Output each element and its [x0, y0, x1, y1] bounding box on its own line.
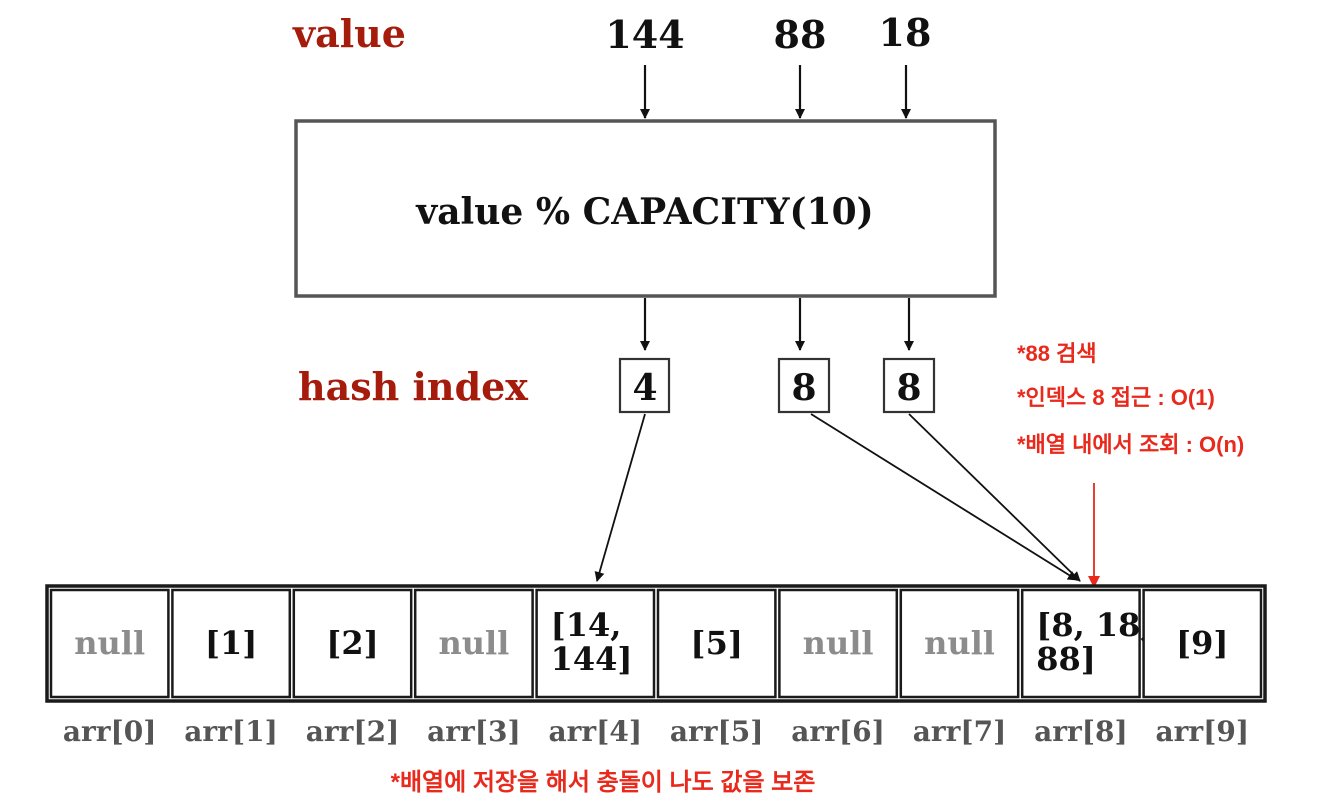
- note-index-access: *인덱스 8 접근 : O(1): [1017, 385, 1215, 410]
- array-cell-label-5: arr[5]: [670, 715, 764, 748]
- note-search-88: *88 검색: [1017, 341, 1097, 366]
- array-cells: null [1] [2] null [14,144] [5] null null [8, 18,…: [49, 588, 1263, 699]
- value-heading: value: [292, 11, 406, 56]
- array-cell-value-6: null: [803, 624, 874, 662]
- input-value-18: 18: [879, 10, 932, 55]
- array-cell-1: [171, 588, 292, 699]
- input-value-144: 144: [605, 12, 684, 57]
- array-cell-label-0: arr[0]: [63, 715, 157, 748]
- array-cell-label-8: arr[8]: [1034, 715, 1128, 748]
- array-cell-label-4: arr[4]: [548, 715, 642, 748]
- array-cell-value-9: [9]: [1176, 624, 1229, 662]
- array-cell-5: [656, 588, 777, 699]
- hash-index-4: 4: [632, 367, 657, 409]
- array-cell-value-4-line-0: [14,: [551, 606, 622, 644]
- array-cell-6: [778, 588, 899, 699]
- arrow-index-8a-to-arr8: [810, 413, 1078, 581]
- array-cell-value-2: [2]: [326, 624, 379, 662]
- hash-index-8a: 8: [791, 367, 816, 409]
- array-cell-value-4-line-1: 144]: [551, 640, 633, 678]
- array-cell-value-7: null: [924, 624, 995, 662]
- array-cell-label-7: arr[7]: [913, 715, 1007, 748]
- arrow-index-4-to-arr4: [594, 413, 646, 582]
- hash-index-box-8a: [777, 357, 831, 414]
- note-collision: *배열에 저장을 해서 충돌이 나도 값을 보존: [391, 769, 816, 796]
- array-cell-0: [49, 588, 170, 699]
- array-cell-value-8-line-1: 88]: [1036, 640, 1096, 678]
- array-cell-2: [292, 588, 413, 699]
- hash-index-heading: hash index: [298, 364, 528, 409]
- array-cell-label-9: arr[9]: [1155, 715, 1249, 748]
- array-cell-9: [1142, 588, 1263, 699]
- array-cell-3: [413, 588, 534, 699]
- array-cell-7: [899, 588, 1020, 699]
- array-cell-label-3: arr[3]: [427, 715, 521, 748]
- array-cell-value-5: [5]: [690, 624, 743, 662]
- array-cell-value-1: [1]: [205, 624, 258, 662]
- array-cell-label-6: arr[6]: [791, 715, 885, 748]
- hash-index-box-8b: [882, 357, 936, 414]
- array-cell-label-2: arr[2]: [306, 715, 400, 748]
- hash-function-box: [294, 119, 997, 298]
- arrow-index-8b-to-arr8: [908, 413, 1081, 582]
- hash-index-8b: 8: [896, 367, 921, 409]
- note-array-lookup: *배열 내에서 조회 : O(n): [1017, 432, 1244, 457]
- hash-formula: value % CAPACITY(10): [415, 191, 873, 233]
- array-cell-8: [1020, 588, 1141, 699]
- input-value-88: 88: [774, 12, 827, 57]
- hash-index-box-4: [618, 357, 671, 414]
- array-cell-4: [535, 588, 656, 699]
- array-cell-value-3: null: [438, 624, 509, 662]
- array-cell-value-0: null: [74, 624, 145, 662]
- array-cell-value-8-line-0: [8, 18,: [1036, 606, 1151, 644]
- array-cell-label-1: arr[1]: [184, 715, 278, 748]
- array-cell-labels: arr[0] arr[1] arr[2] arr[3] arr[4] arr[5] arr[…: [63, 715, 1249, 748]
